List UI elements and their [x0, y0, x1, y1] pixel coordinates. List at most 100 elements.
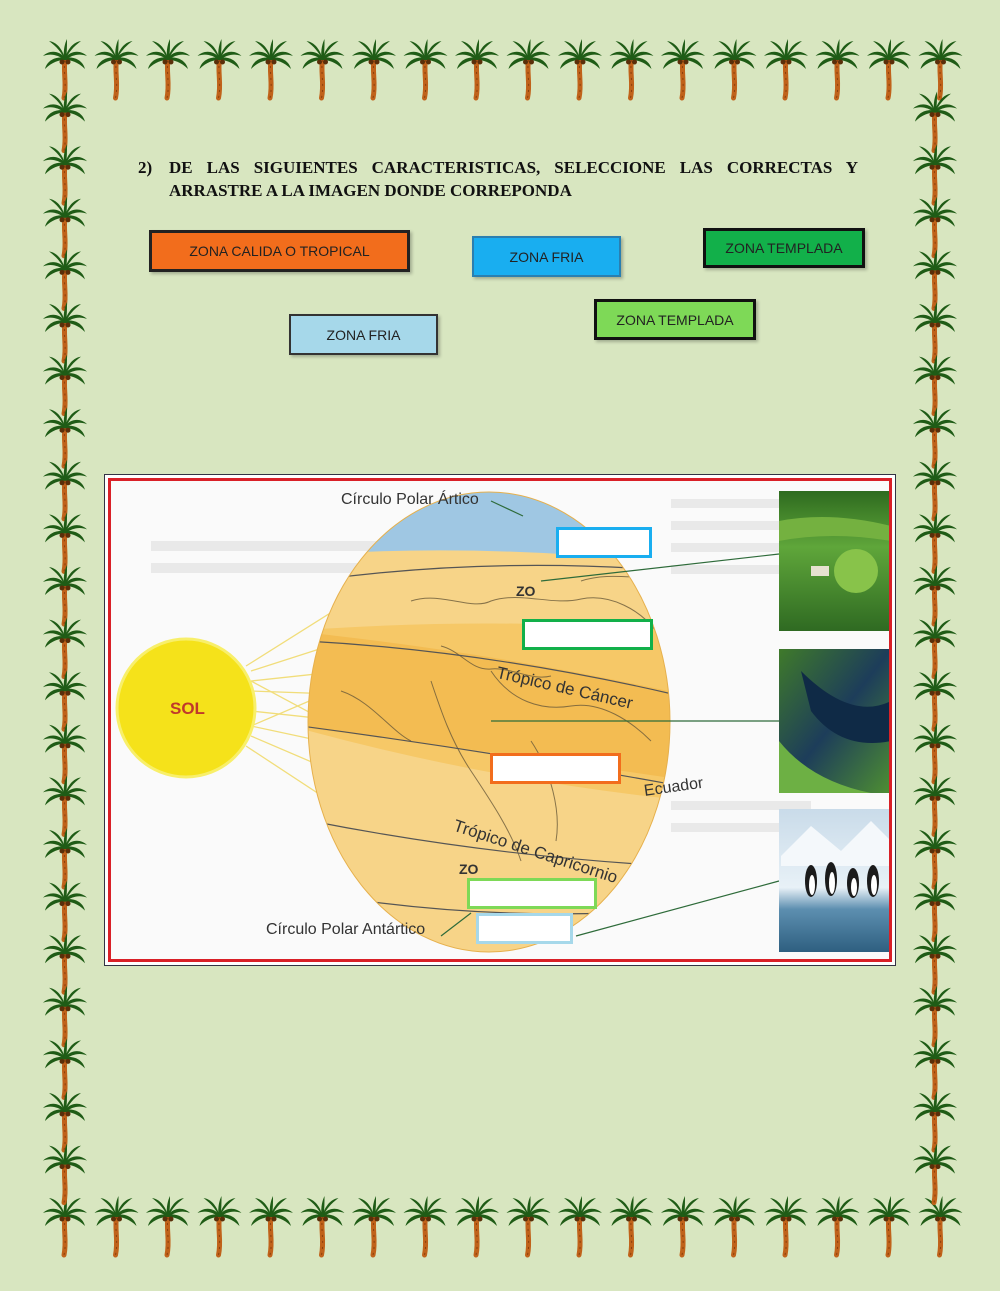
palm-tree-icon [352, 39, 396, 98]
palm-tree-icon [43, 512, 87, 571]
palm-tree-icon [404, 39, 448, 98]
palm-tree-icon [913, 460, 957, 519]
palm-tree-icon [764, 39, 808, 98]
palm-tree-icon [913, 144, 957, 203]
chip-zona-fria-1[interactable]: ZONA FRIA [472, 236, 621, 277]
antarctic-circle-label: Círculo Polar Antártico [266, 921, 426, 938]
palm-tree-icon [146, 39, 190, 98]
palm-tree-icon [43, 197, 87, 256]
palm-tree-icon [43, 460, 87, 519]
palm-tree-icon [913, 197, 957, 256]
tropical-landscape-photo [779, 649, 889, 793]
instruction-text: 2) DE LAS SIGUIENTES CARACTERISTICAS, SE… [138, 156, 858, 202]
palm-tree-icon [913, 933, 957, 992]
palm-tree-icon [913, 1144, 957, 1203]
arctic-circle-label: Círculo Polar Ártico [341, 491, 479, 508]
palm-tree-icon [558, 39, 602, 98]
palm-tree-icon [919, 39, 963, 98]
palm-tree-icon [919, 1196, 963, 1255]
palm-tree-icon [913, 881, 957, 940]
chip-zona-templada-1[interactable]: ZONA TEMPLADA [703, 228, 865, 268]
drop-target-tropical[interactable] [490, 753, 621, 784]
palm-tree-icon [43, 1091, 87, 1150]
palm-tree-icon [249, 39, 293, 98]
palm-tree-icon [43, 933, 87, 992]
palm-tree-icon [713, 1196, 757, 1255]
palm-tree-icon [913, 1038, 957, 1097]
palm-tree-icon [43, 881, 87, 940]
palm-tree-icon [507, 1196, 551, 1255]
chip-label: ZONA CALIDA O TROPICAL [189, 243, 370, 259]
palm-tree-icon [43, 144, 87, 203]
instruction-line-2: ARRASTRE A LA IMAGEN DONDE CORREPONDA [169, 181, 572, 200]
palm-tree-icon [913, 1091, 957, 1150]
palm-tree-icon [43, 828, 87, 887]
palm-tree-icon [43, 302, 87, 361]
palm-tree-icon [43, 723, 87, 782]
chip-label: ZONA FRIA [509, 248, 584, 265]
palm-tree-icon [764, 1196, 808, 1255]
palm-tree-icon [867, 39, 911, 98]
palm-tree-icon [43, 565, 87, 624]
palm-tree-icon [661, 1196, 705, 1255]
palm-tree-icon [43, 407, 87, 466]
palm-tree-icon [913, 92, 957, 151]
palm-tree-icon [816, 1196, 860, 1255]
palm-tree-icon [913, 670, 957, 729]
palm-tree-icon [610, 1196, 654, 1255]
palm-tree-icon [913, 407, 957, 466]
zona-fragment-top: ZO [516, 583, 536, 599]
palm-tree-icon [43, 39, 87, 98]
instruction-line-1: DE LAS SIGUIENTES CARACTERISTICAS, SELEC… [169, 158, 858, 177]
palm-tree-icon [301, 1196, 345, 1255]
palm-tree-icon [558, 1196, 602, 1255]
sun-icon [117, 639, 255, 777]
palm-tree-icon [867, 1196, 911, 1255]
palm-tree-icon [913, 565, 957, 624]
palm-tree-icon [43, 249, 87, 308]
chip-zona-calida-tropical[interactable]: ZONA CALIDA O TROPICAL [149, 230, 410, 272]
palm-tree-icon [913, 723, 957, 782]
drop-target-antarctic[interactable] [476, 913, 573, 944]
palm-tree-icon [43, 355, 87, 414]
palm-tree-icon [913, 302, 957, 361]
palm-tree-icon [146, 1196, 190, 1255]
palm-tree-icon [95, 1196, 139, 1255]
palm-tree-icon [913, 249, 957, 308]
palm-tree-icon [249, 1196, 293, 1255]
palm-tree-icon [301, 39, 345, 98]
palm-tree-icon [43, 986, 87, 1045]
palm-tree-icon [455, 39, 499, 98]
palm-tree-icon [43, 92, 87, 151]
palm-tree-icon [913, 775, 957, 834]
palm-tree-icon [507, 39, 551, 98]
palm-tree-icon [43, 1038, 87, 1097]
palm-tree-icon [404, 1196, 448, 1255]
chip-zona-fria-2[interactable]: ZONA FRIA [289, 314, 438, 355]
question-number: 2) [138, 158, 153, 177]
chip-label: ZONA TEMPLADA [616, 311, 734, 328]
climate-zones-figure: SOL Círculo Polar Ártico Círculo Polar A… [104, 474, 896, 966]
palm-tree-icon [43, 670, 87, 729]
palm-tree-icon [95, 39, 139, 98]
palm-tree-icon [913, 355, 957, 414]
palm-tree-icon [913, 512, 957, 571]
palm-tree-icon [43, 618, 87, 677]
palm-tree-icon [198, 1196, 242, 1255]
palm-tree-icon [913, 618, 957, 677]
palm-tree-icon [913, 986, 957, 1045]
drop-target-arctic[interactable] [556, 527, 652, 558]
drop-target-south-temperate[interactable] [467, 878, 597, 909]
palm-tree-icon [198, 39, 242, 98]
palm-tree-icon [352, 1196, 396, 1255]
palm-tree-icon [913, 828, 957, 887]
palm-tree-icon [661, 39, 705, 98]
sun-label: SOL [170, 699, 205, 718]
palm-tree-icon [43, 1144, 87, 1203]
chip-zona-templada-2[interactable]: ZONA TEMPLADA [594, 299, 756, 340]
figure-frame: SOL Círculo Polar Ártico Círculo Polar A… [108, 478, 892, 962]
palm-tree-icon [455, 1196, 499, 1255]
palm-tree-icon [713, 39, 757, 98]
palm-tree-icon [43, 775, 87, 834]
drop-target-north-temperate[interactable] [522, 619, 653, 650]
